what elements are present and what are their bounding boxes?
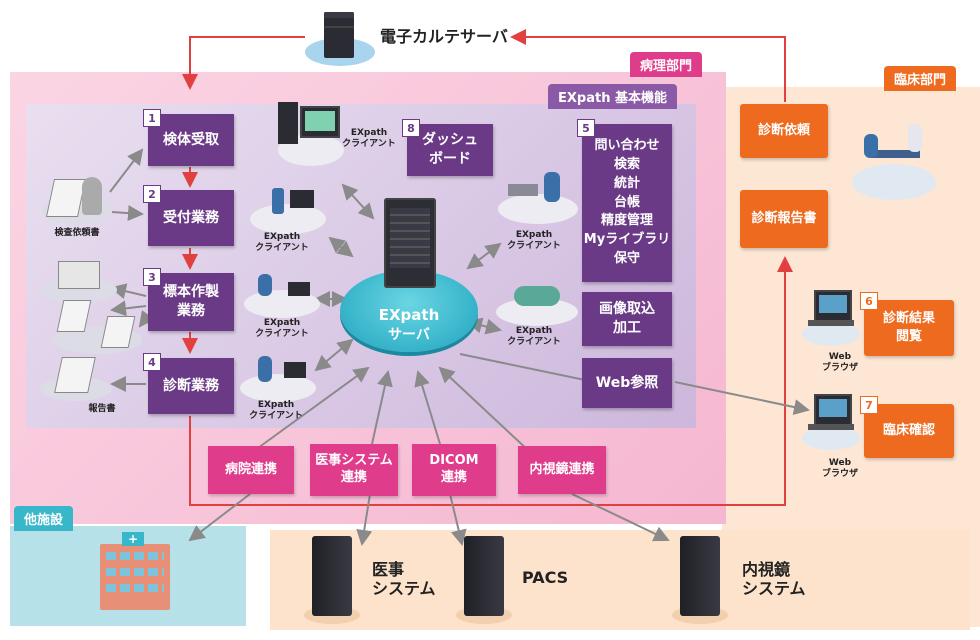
hospital-link-label: 病院連携 — [224, 461, 277, 477]
workflow-specimen-prep[interactable]: 標本作製 業務 — [148, 273, 234, 331]
web-reference-label: Web参照 — [595, 374, 659, 391]
client-pc-top-label: EXpath クライアント — [342, 128, 396, 149]
client-surgery-label: EXpath クライアント — [507, 326, 561, 347]
other-facility-tab: 他施設 — [14, 506, 74, 531]
medical-system-link-box[interactable]: 医事システム 連携 — [310, 444, 398, 496]
workflow-step-2-badge: 2 — [143, 185, 161, 203]
endoscope-system-label: 内視鏡 システム — [742, 560, 806, 599]
dashboard-box[interactable]: ダッシュ ボード — [407, 124, 493, 176]
client-microscope-3-icon — [240, 352, 316, 402]
clinical-confirm-label: 臨床確認 — [882, 423, 935, 439]
dicom-link-box[interactable]: DICOM 連携 — [412, 444, 496, 496]
features-label: 問い合わせ 検索 統計 台帳 精度管理 Myライブラリ 保守 — [583, 138, 671, 267]
result-view-label: 診断結果 閲覧 — [882, 311, 935, 344]
workflow-step-1-badge: 1 — [143, 109, 161, 127]
pacs-server-icon — [456, 536, 512, 624]
workflow-diagnosis-label: 診断業務 — [163, 377, 219, 394]
client-lab-right-icon — [498, 168, 578, 224]
workflow-receive-label: 検体受取 — [163, 131, 219, 148]
workflow-step-4-badge: 4 — [143, 353, 161, 371]
client-3-label: EXpath クライアント — [249, 400, 303, 421]
web-browser-laptop-2-icon — [800, 392, 860, 452]
request-form-icon — [42, 175, 112, 225]
medical-system-link-label: 医事システム 連携 — [315, 453, 393, 485]
doctor-consultation-icon — [848, 120, 938, 200]
expath-server-title: EXpath — [378, 306, 440, 324]
external-systems-zone — [270, 530, 970, 630]
pacs-label: PACS — [522, 568, 569, 587]
result-view-box[interactable]: 診断結果 閲覧 — [864, 300, 954, 356]
ehr-server-icon — [305, 10, 375, 66]
web-reference-box[interactable]: Web参照 — [582, 358, 672, 408]
web-browser-2-label: Web ブラウザ — [821, 458, 858, 479]
diagnosis-request-label: 診断依頼 — [757, 123, 810, 139]
result-view-badge: 6 — [860, 292, 878, 310]
features-box[interactable]: 問い合わせ 検索 統計 台帳 精度管理 Myライブラリ 保守 — [582, 124, 672, 282]
workflow-receive-specimen[interactable]: 検体受取 — [148, 114, 234, 166]
image-capture-box[interactable]: 画像取込 加工 — [582, 292, 672, 346]
image-capture-label: 画像取込 加工 — [599, 301, 655, 336]
client-1-label: EXpath クライアント — [255, 232, 309, 253]
clinical-zone-tab: 臨床部門 — [884, 66, 957, 91]
clinical-confirm-badge: 7 — [860, 396, 878, 414]
report-label: 報告書 — [88, 404, 116, 414]
web-browser-laptop-1-icon — [800, 288, 860, 348]
web-browser-1-label: Web ブラウザ — [821, 352, 858, 373]
pathology-zone-tab: 病理部門 — [630, 52, 703, 77]
expath-server-subtitle: サーバ — [388, 327, 430, 343]
clinical-confirm-box[interactable]: 臨床確認 — [864, 404, 954, 458]
medical-system-label: 医事 システム — [372, 560, 436, 599]
slide-box-icon — [42, 255, 117, 303]
workflow-diagnosis[interactable]: 診断業務 — [148, 358, 234, 414]
slide-sheets-icon — [52, 296, 142, 356]
client-microscope-2-icon — [244, 272, 320, 318]
dicom-link-label: DICOM 連携 — [429, 453, 479, 485]
core-functions-tab: EXpath 基本機能 — [548, 84, 677, 109]
report-doc-icon — [40, 355, 112, 401]
medical-system-server-icon — [304, 536, 360, 624]
client-surgery-icon — [496, 282, 578, 326]
endoscope-link-box[interactable]: 内視鏡連携 — [518, 446, 606, 494]
endoscope-system-server-icon — [672, 536, 728, 624]
client-2-label: EXpath クライアント — [255, 318, 309, 339]
expath-server-icon — [384, 198, 436, 288]
endoscope-link-label: 内視鏡連携 — [529, 461, 595, 477]
workflow-reception-label: 受付業務 — [163, 209, 219, 226]
diagnosis-request-box[interactable]: 診断依頼 — [740, 104, 828, 158]
workflow-specimen-prep-label: 標本作製 業務 — [163, 284, 219, 319]
ehr-server-label: 電子カルテサーバ — [380, 27, 508, 46]
client-lab-right-label: EXpath クライアント — [507, 230, 561, 251]
diagnosis-report-label: 診断報告書 — [751, 211, 817, 227]
hospital-building-icon: + — [86, 530, 182, 620]
diagnosis-report-box[interactable]: 診断報告書 — [740, 190, 828, 248]
client-microscope-1-icon — [250, 184, 326, 234]
client-pc-top-icon — [274, 96, 344, 166]
dashboard-label: ダッシュ ボード — [422, 132, 478, 167]
request-form-label: 検査依頼書 — [54, 228, 100, 238]
workflow-step-3-badge: 3 — [143, 268, 161, 286]
features-badge: 5 — [577, 119, 595, 137]
dashboard-badge: 8 — [402, 119, 420, 137]
hospital-link-box[interactable]: 病院連携 — [208, 446, 294, 494]
workflow-reception[interactable]: 受付業務 — [148, 190, 234, 246]
